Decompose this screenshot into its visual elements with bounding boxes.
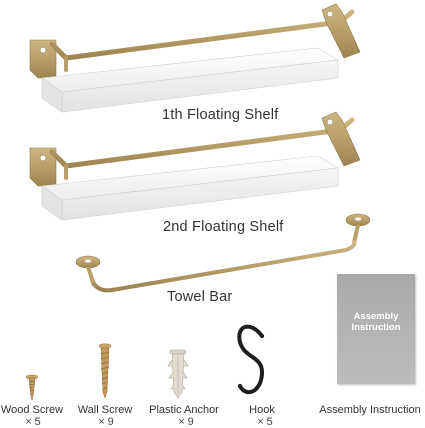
manual-title-line-2: Instruction — [351, 322, 401, 333]
wood-screw-qty: × 5 — [25, 416, 41, 428]
assembly-instruction-label: Assembly Instruction — [319, 404, 421, 416]
wall-screw-label: Wall Screw — [77, 404, 133, 416]
wood-screw-label: Wood Screw — [0, 404, 64, 416]
manual-title-line-1: Assembly — [353, 311, 399, 322]
plastic-anchor-label: Plastic Anchor — [149, 404, 219, 416]
plastic-anchor — [167, 349, 189, 399]
shelf-2-label: 2nd Floating Shelf — [163, 219, 284, 235]
wall-screw-qty: × 9 — [98, 416, 114, 428]
floating-shelf-2 — [29, 111, 361, 221]
towel-bar — [75, 213, 371, 293]
s-hook — [237, 324, 265, 395]
floating-shelf-1 — [29, 3, 361, 113]
plastic-anchor-qty: × 9 — [178, 416, 194, 428]
wall-screw — [98, 343, 112, 399]
manual-title: Assembly Instruction — [337, 311, 415, 333]
shelf-1-label: 1th Floating Shelf — [162, 107, 279, 123]
assembly-instruction-booklet: Assembly Instruction — [337, 274, 415, 384]
towel-bar-label: Towel Bar — [167, 289, 233, 305]
hook-qty: × 5 — [257, 416, 273, 428]
hook-label: Hook — [249, 404, 275, 416]
wood-screw — [25, 374, 39, 401]
